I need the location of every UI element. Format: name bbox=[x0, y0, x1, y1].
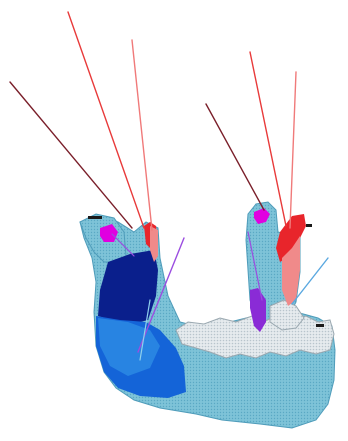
edge-detail-teeth bbox=[316, 324, 324, 327]
edge-detail-right bbox=[306, 224, 312, 227]
edge-detail-left bbox=[88, 216, 102, 219]
